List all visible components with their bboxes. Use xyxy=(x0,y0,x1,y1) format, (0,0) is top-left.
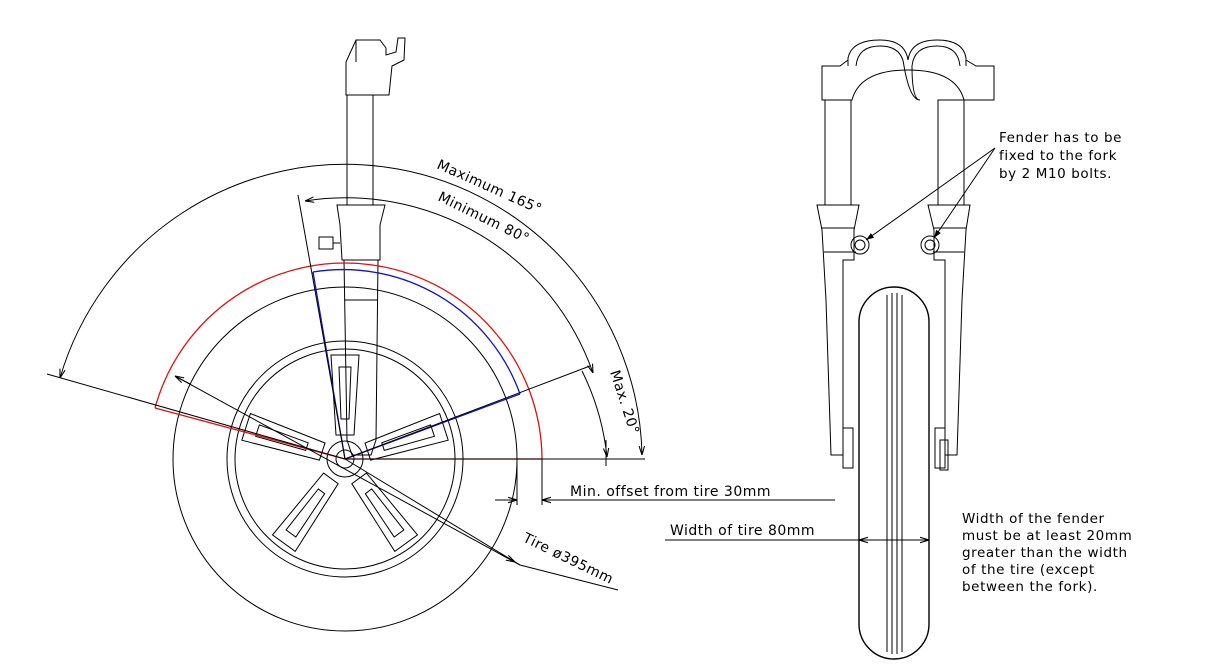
wheel-spoke-slot xyxy=(364,488,405,538)
note-bolts: Fender has to be fixed to the fork by 2 … xyxy=(999,130,1122,182)
m10-bolts xyxy=(850,235,940,255)
note-width: Width of the fender must be at least 20m… xyxy=(962,511,1132,595)
front-view: Width of tire 80mm xyxy=(665,39,996,660)
wheel-spokes xyxy=(241,354,449,553)
note-width-line-5: between the fork). xyxy=(962,579,1098,595)
note-bolts-line-2: fixed to the fork xyxy=(999,148,1117,164)
dimension-max-20 xyxy=(581,370,607,466)
dimension-tire-diameter xyxy=(175,376,619,591)
wheel-spoke xyxy=(241,412,326,461)
note-width-line-4: of the tire (except xyxy=(962,562,1095,578)
fork-arch xyxy=(821,39,995,101)
note-width-line-3: greater than the width xyxy=(962,545,1128,561)
tire-front xyxy=(858,286,930,660)
wheel-spoke xyxy=(271,472,339,553)
fork-stanchions xyxy=(824,99,965,206)
fork-lowers xyxy=(816,204,971,471)
label-min-offset: Min. offset from tire 30mm xyxy=(570,484,771,500)
label-tire-width: Width of tire 80mm xyxy=(670,523,815,539)
fork-side xyxy=(318,37,406,456)
side-view: Maximum 165° Minimum 80° Max. 20° Min. o… xyxy=(46,37,835,632)
note-width-line-2: must be at least 20mm xyxy=(962,528,1132,544)
note-bolts-line-3: by 2 M10 bolts. xyxy=(999,166,1112,182)
dimension-minimum-80 xyxy=(305,198,593,373)
fender-outer-red xyxy=(154,262,543,460)
wheel-spoke-slot xyxy=(285,488,326,538)
wheel-spoke xyxy=(351,472,419,553)
wheel-spoke-slot xyxy=(338,366,352,420)
dimension-tire-width: Width of tire 80mm xyxy=(665,523,929,540)
note-bolts-line-1: Fender has to be xyxy=(999,130,1122,146)
dimension-maximum-165 xyxy=(60,163,642,455)
label-tire-diameter: Tire ø395mm xyxy=(519,530,616,588)
bolt-leaders xyxy=(865,147,996,241)
note-width-line-1: Width of the fender xyxy=(962,511,1105,527)
